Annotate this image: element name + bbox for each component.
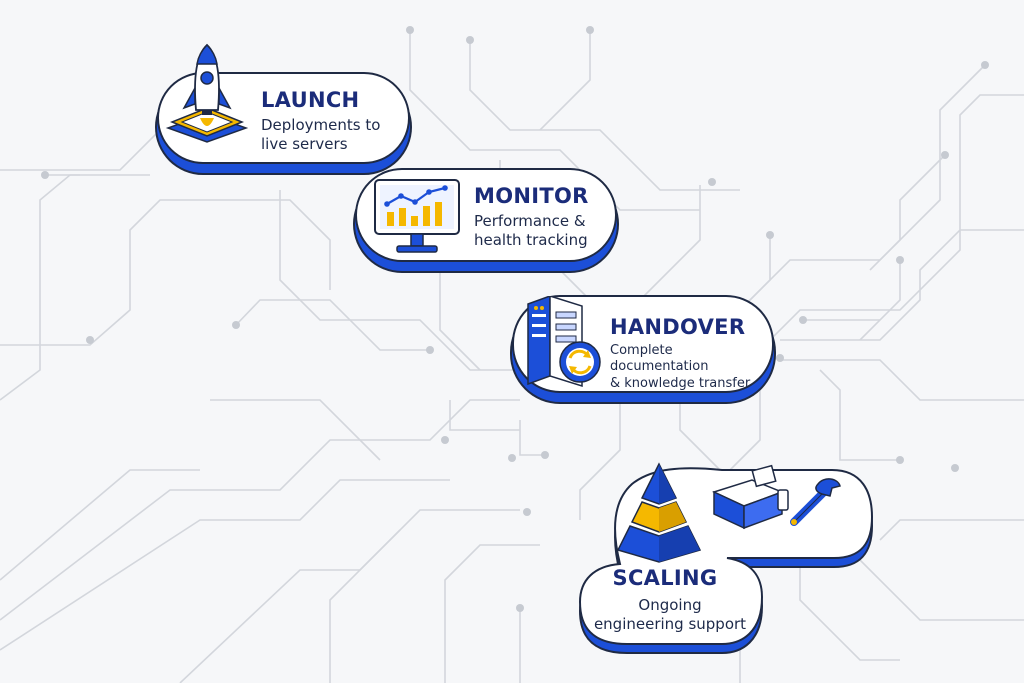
monitor-chart-icon bbox=[374, 179, 460, 253]
step-title: MONITOR bbox=[474, 184, 589, 208]
description-line: engineering support bbox=[593, 614, 747, 633]
step-title: HANDOVER bbox=[610, 315, 746, 339]
step-description-scaling: Ongoing engineering support bbox=[580, 596, 760, 634]
step-description: Deployments to live servers bbox=[261, 116, 380, 154]
description-line: Performance & bbox=[474, 212, 586, 230]
description-line: Deployments to bbox=[261, 116, 381, 134]
step-title: LAUNCH bbox=[261, 88, 360, 112]
description-line: Complete documentation bbox=[610, 343, 709, 375]
description-line: health tracking bbox=[474, 230, 588, 249]
description-line: Ongoing bbox=[638, 596, 702, 614]
step-description: Performance & health tracking bbox=[474, 212, 588, 250]
step-title-scaling: SCALING bbox=[612, 566, 718, 590]
description-line: live servers bbox=[261, 134, 348, 153]
pyramid-icon bbox=[616, 462, 702, 563]
rocket-icon bbox=[165, 43, 249, 143]
server-sync-icon bbox=[527, 296, 601, 388]
step-description: Complete documentation & knowledge trans… bbox=[610, 343, 772, 392]
tools-icon bbox=[712, 464, 841, 530]
description-line: & knowledge transfer bbox=[610, 375, 751, 391]
